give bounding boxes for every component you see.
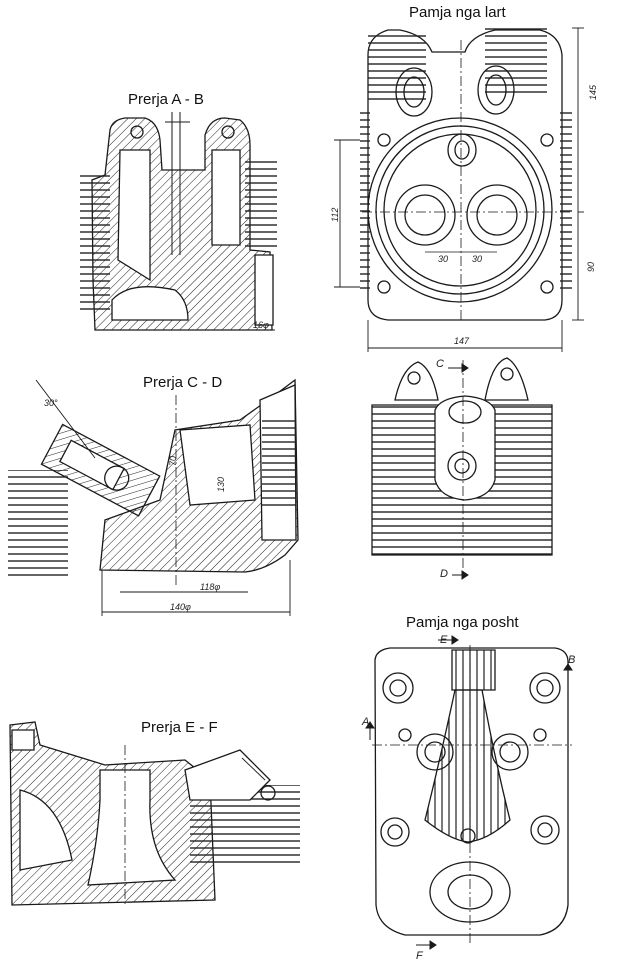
- dim-140-label: 140φ: [170, 602, 191, 612]
- dim-30-left-label: 30: [438, 254, 449, 264]
- dim-30-right-label: 30: [472, 254, 483, 264]
- section-ef-title: Prerja E - F: [141, 719, 218, 736]
- section-cd-title: Prerja C - D: [143, 374, 223, 391]
- section-ef-drawing: [10, 722, 300, 905]
- section-letter-b: B: [568, 654, 576, 666]
- section-letter-e: E: [440, 634, 448, 646]
- dim-16-label: 16φ: [253, 320, 269, 330]
- section-letter-a: A: [362, 716, 370, 728]
- front-view-drawing: [372, 358, 552, 575]
- dim-118-label: 118φ: [200, 582, 221, 592]
- section-letter-d: D: [440, 568, 448, 580]
- dim-145-label: 145: [588, 84, 598, 100]
- top-view-title: Pamja nga lart: [409, 4, 506, 21]
- section-cd-drawing: [8, 380, 298, 616]
- bottom-view-drawing: [372, 645, 572, 945]
- dim-130-label: 130: [216, 476, 226, 492]
- dim-70-label: 70: [168, 455, 178, 466]
- dim-90-label: 90: [586, 261, 596, 272]
- angle-30-label: 30°: [44, 398, 58, 408]
- section-ab-title: Prerja A - B: [128, 91, 204, 108]
- section-letter-c: C: [436, 358, 444, 370]
- section-arrows: [366, 364, 572, 949]
- dim-112-label: 112: [330, 207, 340, 222]
- bottom-view-title: Pamja nga posht: [406, 614, 519, 631]
- section-ab-drawing: [80, 112, 277, 330]
- section-letter-f: F: [416, 950, 423, 962]
- dim-147-label: 147: [454, 336, 470, 346]
- top-view-drawing: [334, 28, 584, 352]
